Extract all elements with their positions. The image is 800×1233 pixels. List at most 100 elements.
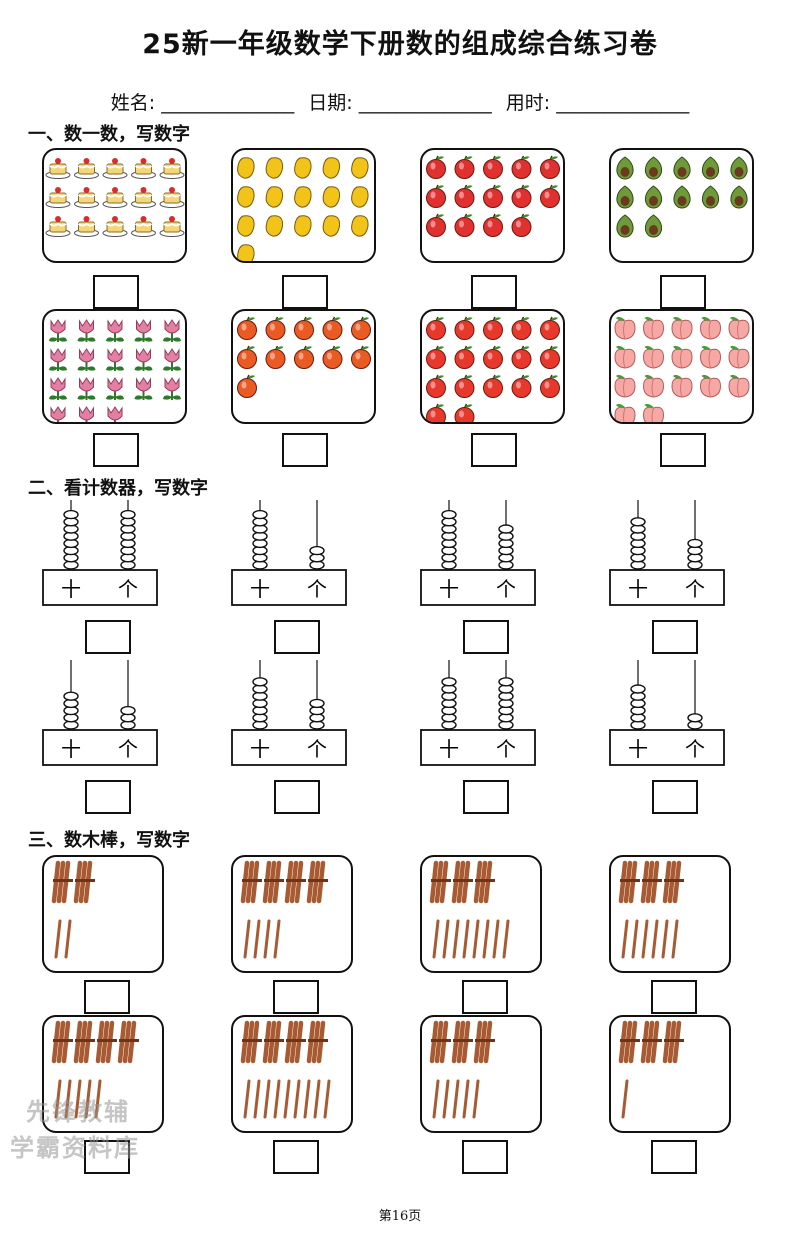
orange-icon: [265, 345, 286, 369]
answer-box[interactable]: [652, 780, 698, 814]
tomato-icon: [540, 374, 560, 398]
tomato-icon: [540, 316, 560, 340]
mango-icon: [322, 215, 341, 237]
answer-box[interactable]: [651, 980, 697, 1014]
ones-bead: [687, 713, 703, 723]
tulip-icon: [134, 319, 153, 342]
watermark-line-1: 先锋教辅: [26, 1098, 130, 1126]
cake-icon: [74, 216, 99, 237]
answer-box[interactable]: [463, 620, 509, 654]
avocado-icon: [644, 185, 663, 209]
apple-icon: [540, 155, 560, 179]
tulip-icon: [163, 319, 181, 342]
answer-box[interactable]: [92, 433, 139, 467]
orange-icon: [294, 316, 314, 340]
tulip-icon: [77, 348, 96, 371]
section-3-heading: 三、数木棒，写数字: [28, 830, 190, 851]
single-stick-icon: [243, 919, 251, 959]
single-stick-icon: [54, 919, 62, 959]
peach-icon: [728, 374, 750, 398]
tens-label: 十: [628, 577, 648, 601]
orange-group-icon: [237, 316, 371, 398]
single-stick-icon: [74, 1079, 82, 1119]
answer-box[interactable]: [659, 433, 706, 467]
tulip-icon: [163, 377, 181, 400]
tulip-icon: [77, 377, 96, 400]
answer-box[interactable]: [652, 620, 698, 654]
cake-icon: [45, 187, 71, 208]
tulip-icon: [50, 406, 66, 422]
stick-bundle-icon: [73, 860, 95, 904]
single-stick-icon: [263, 1079, 271, 1119]
answer-box[interactable]: [470, 275, 517, 309]
answer-box[interactable]: [273, 1140, 319, 1174]
stick-bundle-icon: [262, 1020, 284, 1064]
ones-label: 个: [685, 577, 705, 601]
single-stick-icon: [442, 1079, 450, 1119]
single-stick-icon: [492, 919, 500, 959]
answer-box[interactable]: [84, 1140, 130, 1174]
time-field[interactable]: 用时: ______________: [505, 92, 690, 114]
peach-icon: [671, 345, 693, 369]
name-field[interactable]: 姓名: ______________: [110, 92, 295, 114]
single-stick-icon: [502, 919, 510, 959]
apple-icon: [511, 184, 532, 208]
orange-icon: [294, 345, 314, 369]
abacus: 十个: [231, 658, 351, 770]
ones-label: 个: [496, 737, 516, 761]
answer-box[interactable]: [273, 980, 319, 1014]
answer-box[interactable]: [470, 433, 517, 467]
abacus: 十个: [420, 498, 540, 610]
answer-box[interactable]: [84, 980, 130, 1014]
abacus-base: [420, 729, 536, 766]
orange-icon: [351, 316, 371, 340]
abacus-base: [609, 729, 725, 766]
stick-bundle-icon: [429, 860, 451, 904]
single-stick-icon: [432, 1079, 440, 1119]
answer-box[interactable]: [274, 620, 320, 654]
orange-icon: [322, 316, 343, 340]
tulip-icon: [49, 348, 67, 371]
avocado-icon: [616, 214, 634, 238]
mango-icon: [237, 244, 255, 261]
counting-card-tomato: [420, 309, 565, 424]
single-stick-icon: [293, 1079, 301, 1119]
answer-box[interactable]: [274, 780, 320, 814]
ones-bead: [687, 538, 703, 549]
avocado-icon: [644, 214, 663, 238]
tens-label: 十: [628, 737, 648, 761]
tens-label: 十: [250, 737, 270, 761]
single-stick-icon: [452, 919, 460, 959]
ones-label: 个: [307, 737, 327, 761]
tulip-icon: [163, 348, 181, 371]
tulip-icon: [134, 348, 153, 371]
avocado-icon: [644, 156, 663, 180]
abacus-base: [231, 729, 347, 766]
answer-box[interactable]: [463, 780, 509, 814]
avocado-icon: [701, 156, 720, 180]
abacus-base: [609, 569, 725, 606]
peach-icon: [728, 345, 750, 369]
peach-icon: [671, 316, 693, 340]
answer-box[interactable]: [281, 275, 328, 309]
answer-box[interactable]: [462, 1140, 508, 1174]
stick-bundle-icon: [95, 1020, 117, 1064]
single-stick-icon: [323, 1079, 331, 1119]
answer-box[interactable]: [659, 275, 706, 309]
avocado-icon: [616, 156, 634, 180]
tomato-icon: [511, 345, 532, 369]
abacus-base: [420, 569, 536, 606]
tomato-icon: [426, 374, 446, 398]
answer-box[interactable]: [281, 433, 328, 467]
orange-icon: [265, 316, 286, 340]
tomato-icon: [511, 374, 532, 398]
answer-box[interactable]: [92, 275, 139, 309]
date-field[interactable]: 日期: ______________: [308, 92, 492, 114]
answer-box[interactable]: [85, 780, 131, 814]
answer-box[interactable]: [462, 980, 508, 1014]
stick-bundle-icon: [73, 1020, 95, 1064]
answer-box[interactable]: [85, 620, 131, 654]
cake-icon: [131, 187, 156, 208]
answer-box[interactable]: [651, 1140, 697, 1174]
stick-bundle-icon: [662, 860, 684, 904]
